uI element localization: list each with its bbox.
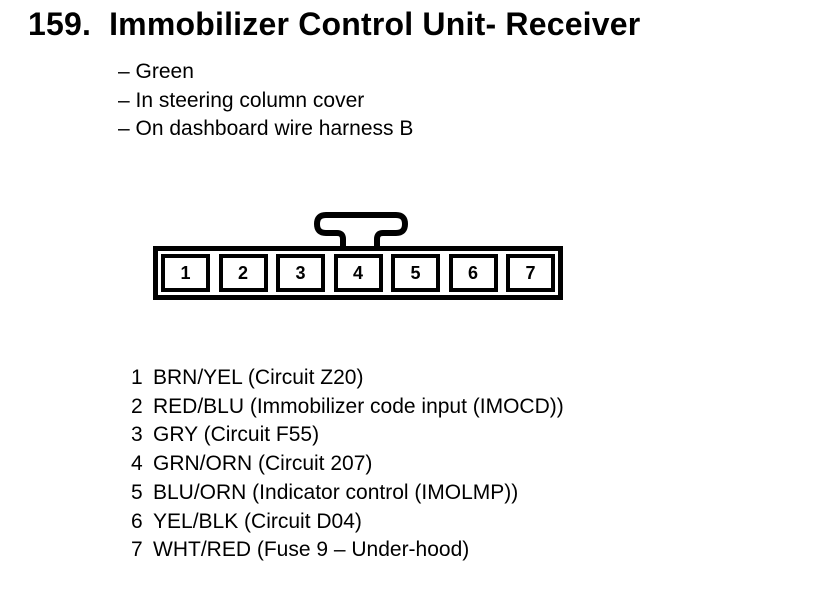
pin-cell-5: 5 (391, 254, 440, 292)
pinout-pin-number: 4 (131, 452, 143, 476)
pinout-description: YEL/BLK (Circuit D04) (153, 509, 362, 533)
pinout-row: 7 WHT/RED (Fuse 9 – Under-hood) (131, 536, 564, 565)
pinout-pin-number: 7 (131, 538, 143, 562)
connector-body: 1 2 3 4 5 6 7 (153, 246, 563, 300)
pinout-description: WHT/RED (Fuse 9 – Under-hood) (153, 538, 470, 562)
pinout-description: GRY (Circuit F55) (153, 423, 320, 447)
note-line: – On dashboard wire harness B (118, 117, 414, 141)
note-line: – Green (118, 60, 194, 83)
pinout-row: 4 GRN/ORN (Circuit 207) (131, 450, 564, 479)
pinout-row: 6 YEL/BLK (Circuit D04) (131, 508, 564, 537)
pinout-row: 5 BLU/ORN (Indicator control (IMOLMP)) (131, 479, 564, 508)
pinout-description: BLU/ORN (Indicator control (IMOLMP)) (153, 480, 519, 504)
pinout-description: RED/BLU (Immobilizer code input (IMOCD)) (153, 394, 564, 418)
pinout-pin-number: 1 (131, 366, 143, 389)
pin-cell-4: 4 (333, 254, 383, 292)
pin-cell-3: 3 (276, 254, 325, 292)
pinout-description: GRN/ORN (Circuit 207) (153, 452, 373, 476)
connector-latch-tab-icon (314, 212, 408, 252)
pinout-row: 3 GRY (Circuit F55) (131, 421, 564, 450)
pin-cell-2: 2 (218, 254, 268, 292)
pinout-row: 1 BRN/YEL (Circuit Z20) (131, 364, 564, 393)
note-line: – In steering column cover (118, 88, 365, 112)
pin-cell-6: 6 (448, 254, 498, 292)
pinout-pin-number: 2 (131, 394, 143, 418)
pinout-pin-number: 3 (131, 423, 143, 447)
pin-cell-7: 7 (506, 254, 555, 292)
pinout-pin-number: 6 (131, 509, 143, 533)
pin-cell-1: 1 (161, 254, 210, 292)
pinout-pin-number: 5 (131, 480, 143, 504)
page-title: 159. Immobilizer Control Unit- Receiver (28, 6, 640, 42)
pinout-description: BRN/YEL (Circuit Z20) (153, 366, 364, 389)
pinout-legend: 1 BRN/YEL (Circuit Z20) 2 RED/BLU (Immob… (131, 364, 564, 565)
pinout-row: 2 RED/BLU (Immobilizer code input (IMOCD… (131, 393, 564, 422)
item-number: 159. (28, 6, 92, 42)
notes-list: – Green – In steering column cover – On … (118, 58, 413, 144)
item-title: Immobilizer Control Unit- Receiver (109, 6, 641, 42)
